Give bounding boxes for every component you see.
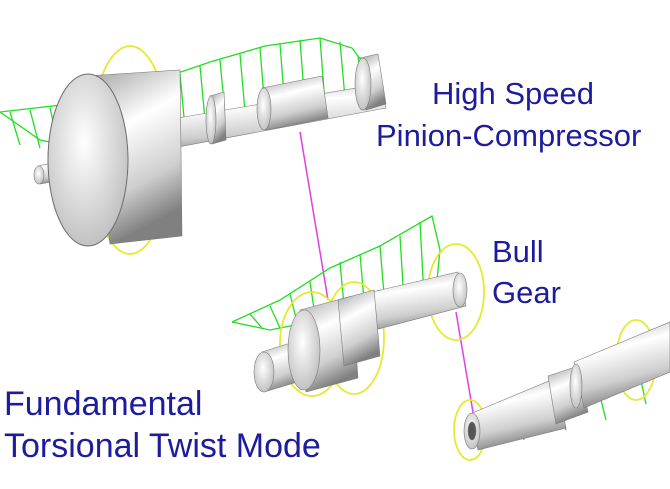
- pinion-label-line1: High Speed: [432, 76, 595, 111]
- mode-label-line2: Torsional Twist Mode: [4, 427, 321, 465]
- mode-label-line1: Fundamental: [4, 385, 203, 423]
- gear-label-line1: Bull: [492, 234, 544, 269]
- lower-shaft: [463, 321, 670, 451]
- bullgear-shaft: [253, 271, 468, 393]
- pinion-label-line2: Pinion-Compressor: [376, 118, 642, 153]
- gear-label-line2: Gear: [492, 275, 561, 310]
- pinion-shaft: [33, 53, 387, 247]
